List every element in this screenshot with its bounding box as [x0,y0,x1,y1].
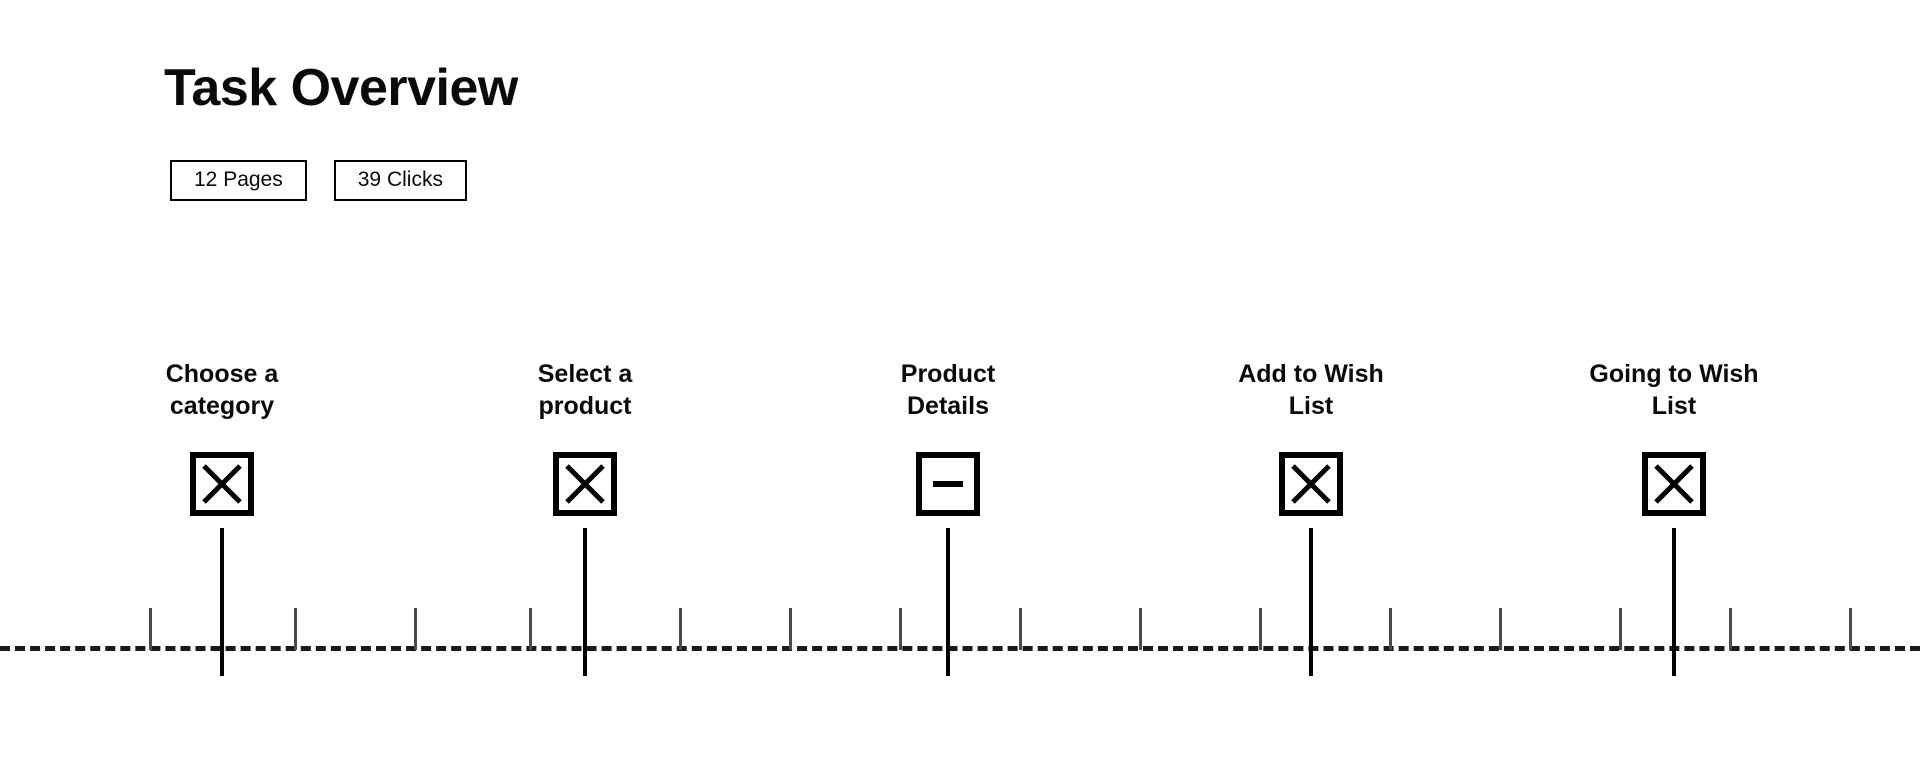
timeline-tick [1259,608,1262,650]
milestone-label: Choose a category [92,358,352,422]
timeline-tick [1019,608,1022,650]
milestone-stem [583,528,587,676]
milestone-label-line1: Add to Wish [1238,360,1384,388]
milestone-label-line1: Product [900,360,996,388]
milestone-stem [946,528,950,676]
timeline-tick [1729,608,1732,650]
x-in-square-icon[interactable] [1642,452,1706,516]
timeline-axis [0,646,1920,651]
milestone-stem [220,528,224,676]
pages-badge: 12 Pages [170,160,307,201]
minus-in-square-icon[interactable] [916,452,980,516]
milestone-label-line2: product [538,392,632,420]
timeline-tick [1139,608,1142,650]
timeline-tick [789,608,792,650]
milestone-label-line1: Going to Wish [1589,360,1759,388]
milestone-label: Select a product [455,358,715,422]
timeline-tick [294,608,297,650]
timeline-tick [149,608,152,650]
x-in-square-icon[interactable] [553,452,617,516]
page-title: Task Overview [164,59,518,117]
stats-badge-row: 12 Pages 39 Clicks [170,160,467,201]
milestone-stem [1672,528,1676,676]
x-in-square-icon[interactable] [1279,452,1343,516]
milestone-label-line1: Select a [537,360,633,388]
milestone-label-line2: List [1288,392,1334,420]
timeline-tick [1499,608,1502,650]
clicks-badge: 39 Clicks [333,160,467,201]
milestone-stem [1309,528,1313,676]
timeline-tick [679,608,682,650]
timeline-tick [899,608,902,650]
timeline-tick [529,608,532,650]
milestone-label-line1: Choose a [165,360,279,388]
timeline-tick [1849,608,1852,650]
timeline-tick [1619,608,1622,650]
milestone-label-line2: category [169,392,275,420]
x-in-square-icon[interactable] [190,452,254,516]
timeline-tick [1389,608,1392,650]
milestone-label-line2: List [1651,392,1697,420]
timeline-tick [414,608,417,650]
milestone-label-line2: Details [907,392,989,420]
